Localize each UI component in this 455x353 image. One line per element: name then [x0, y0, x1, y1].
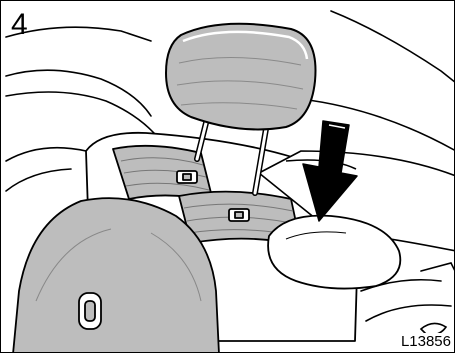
step-number: 4 [11, 10, 28, 40]
figure-code: L13856 [399, 333, 451, 349]
